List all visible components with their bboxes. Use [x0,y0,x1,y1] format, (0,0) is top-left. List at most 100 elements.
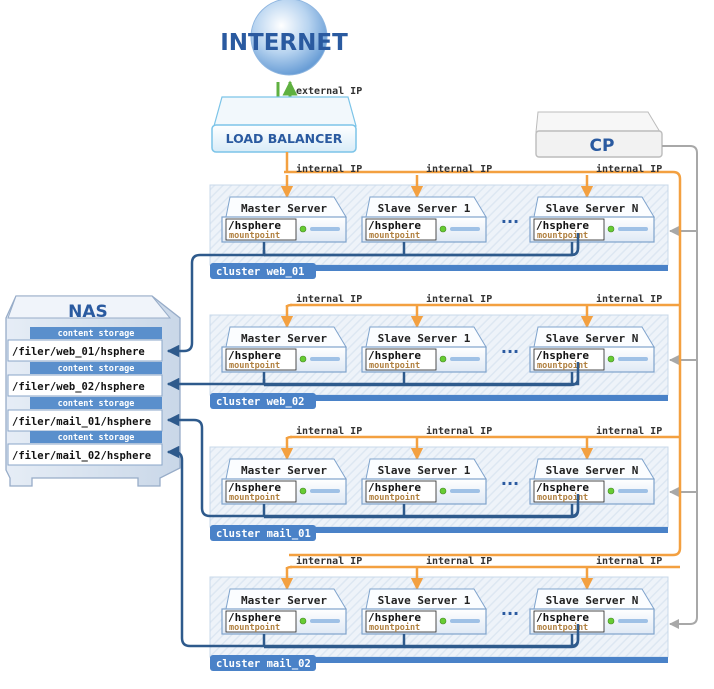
cluster-name-label: cluster web_01 [216,266,305,278]
cluster-name-label: cluster mail_01 [216,528,311,540]
drive-slot-icon [450,489,480,493]
server-name: Master Server [241,202,327,215]
internet-label: INTERNET [220,30,348,56]
load-balancer: LOAD BALANCER [211,96,357,153]
status-led-icon [439,487,447,495]
cp-label: CP [590,136,615,156]
mountpoint-label: mountpoint [369,230,420,241]
cluster-name-label: cluster mail_02 [216,658,311,670]
mount-dir: /hsphere [368,219,421,232]
cp-links [662,145,698,629]
drive-slot-icon [450,227,480,231]
server-name: Slave Server N [546,594,639,607]
drive-slot-icon [618,619,648,623]
internal-ip-label: internal IP [296,425,362,437]
nas-links [166,233,580,648]
mountpoint-label: mountpoint [369,492,420,503]
status-led-icon [439,617,447,625]
external-ip-label: external IP [296,86,362,97]
drive-slot-icon [310,489,340,493]
mountpoint-label: mountpoint [537,230,588,241]
nas-storage-slot: content storage/filer/mail_01/hsphere [7,397,163,432]
more-servers-ellipsis: ... [501,338,519,357]
more-servers-ellipsis: ... [501,208,519,227]
cluster-name-label: cluster web_02 [216,396,305,408]
mountpoint-label: mountpoint [229,230,280,241]
internal-ip-label: internal IP [296,163,362,175]
status-led-icon [607,355,615,363]
internal-network-trunk [284,152,682,557]
internal-ip-label: internal IP [296,293,362,305]
mount-dir: /hsphere [228,611,281,624]
internal-ip-label: internal IP [426,293,492,305]
more-servers-ellipsis: ... [501,600,519,619]
mount-dir: /hsphere [536,611,589,624]
drive-slot-icon [310,619,340,623]
drive-slot-icon [618,489,648,493]
mount-dir: /hsphere [536,349,589,362]
drive-slot-icon [618,227,648,231]
server-name: Slave Server 1 [378,332,471,345]
mount-dir: /hsphere [368,481,421,494]
nas-title: NAS [68,302,108,322]
cluster-panel: cluster web_01 internal IP internal IP inte… [209,163,669,279]
internal-ip-label: internal IP [426,555,492,567]
drive-slot-icon [310,357,340,361]
mountpoint-label: mountpoint [229,492,280,503]
internal-ip-label: internal IP [426,163,492,175]
status-led-icon [299,617,307,625]
mount-dir: /hsphere [536,219,589,232]
drive-slot-icon [618,357,648,361]
server-name: Slave Server 1 [378,202,471,215]
storage-path: /filer/mail_01/hsphere [12,416,151,428]
internal-ip-label: internal IP [426,425,492,437]
drive-slot-icon [450,619,480,623]
internal-ip-label: internal IP [596,163,662,175]
status-led-icon [607,225,615,233]
more-servers-ellipsis: ... [501,470,519,489]
mount-dir: /hsphere [536,481,589,494]
internal-ip-label: internal IP [596,555,662,567]
mountpoint-label: mountpoint [369,622,420,633]
load-balancer-label: LOAD BALANCER [226,131,343,146]
storage-path: /filer/mail_02/hsphere [12,450,151,462]
server-name: Master Server [241,594,327,607]
mount-dir: /hsphere [368,611,421,624]
status-led-icon [439,225,447,233]
server-name: Slave Server N [546,464,639,477]
drive-slot-icon [450,357,480,361]
mount-dir: /hsphere [368,349,421,362]
mount-dir: /hsphere [228,349,281,362]
nas-storage-slot: content storage/filer/mail_02/hsphere [7,431,163,466]
mountpoint-label: mountpoint [537,492,588,503]
server-name: Slave Server 1 [378,464,471,477]
mountpoint-label: mountpoint [229,360,280,371]
cp-node: CP [535,111,663,158]
mountpoint-label: mountpoint [229,622,280,633]
content-storage-label: content storage [58,329,135,339]
mountpoint-label: mountpoint [369,360,420,371]
server-name: Slave Server N [546,332,639,345]
storage-path: /filer/web_02/hsphere [12,381,145,393]
server-name: Master Server [241,464,327,477]
storage-path: /filer/web_01/hsphere [12,346,145,358]
clusters: cluster web_01 internal IP internal IP inte… [209,163,680,671]
nas-storage-slot: content storage/filer/web_02/hsphere [7,362,163,397]
globe-icon [250,0,328,76]
server-name: Slave Server 1 [378,594,471,607]
nas-storage-slot: content storage/filer/web_01/hsphere [7,327,163,362]
mountpoint-label: mountpoint [537,360,588,371]
